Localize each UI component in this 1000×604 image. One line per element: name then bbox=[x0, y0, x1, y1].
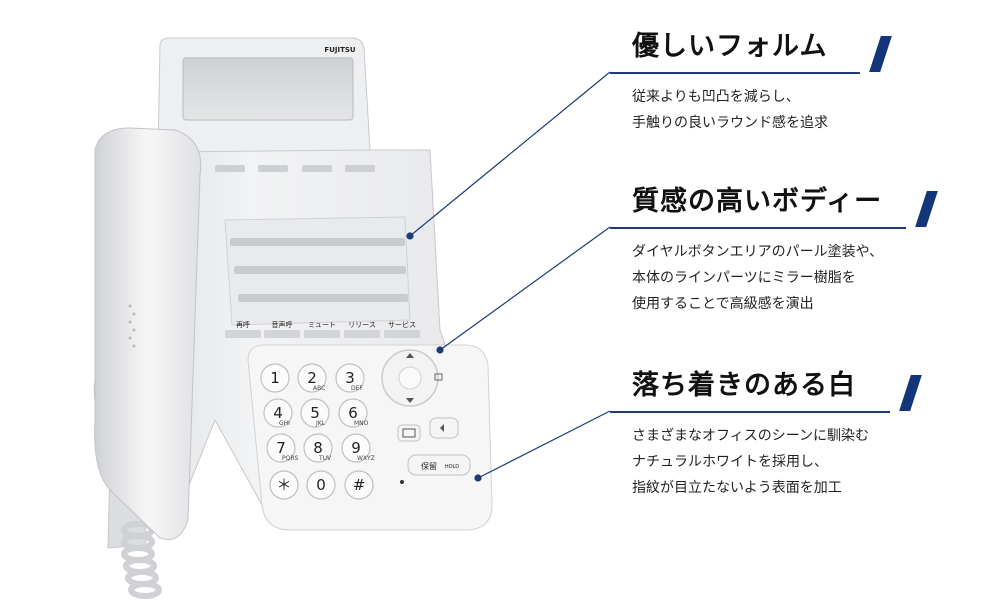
title-underline bbox=[610, 227, 906, 229]
soft-key-label: サービス bbox=[388, 320, 416, 329]
dial-key-letters: DEF bbox=[351, 385, 363, 392]
dial-key[interactable] bbox=[341, 433, 371, 463]
feature-description: 従来よりも凹凸を減らし、 手触りの良いラウンド感を追求 bbox=[632, 84, 828, 136]
dial-key[interactable] bbox=[260, 363, 290, 393]
dial-key[interactable] bbox=[303, 433, 333, 463]
dial-key-letters: WXYZ bbox=[357, 455, 375, 462]
soft-key-label: 音声呼 bbox=[272, 320, 293, 329]
soft-key-label: リリース bbox=[348, 321, 376, 329]
description-line: 本体のラインパーツにミラー樹脂を bbox=[632, 270, 856, 286]
dial-key[interactable] bbox=[335, 363, 365, 393]
feature-title: 質感の高いボディー bbox=[632, 186, 883, 217]
soft-key[interactable] bbox=[384, 330, 420, 338]
description-line: 指紋が目立たないよう表面を加工 bbox=[632, 480, 842, 496]
feature-calm-white: 落ち着きのある白 さまざまなオフィスのシーンに馴染む ナチュラルホワイトを採用し… bbox=[610, 369, 962, 496]
dial-key-number: 4 bbox=[273, 404, 283, 422]
dial-key-number: 3 bbox=[345, 369, 355, 387]
soft-key-label: 再呼 bbox=[236, 320, 250, 329]
dial-key[interactable] bbox=[269, 470, 299, 500]
dial-key-letters: PQRS bbox=[282, 455, 299, 462]
dial-key-number: # bbox=[353, 476, 366, 494]
title-underline bbox=[610, 411, 890, 413]
brand-logo: FUJITSU bbox=[324, 46, 355, 54]
coiled-cord bbox=[121, 521, 162, 599]
dial-key[interactable] bbox=[306, 470, 336, 500]
handset bbox=[94, 127, 202, 540]
indicator-dot bbox=[400, 480, 404, 484]
dial-key-letters: GHI bbox=[279, 420, 290, 427]
function-keys bbox=[230, 238, 408, 302]
dial-key-number: 0 bbox=[316, 476, 326, 494]
feature-description: ダイヤルボタンエリアのパール塗装や、 本体のラインパーツにミラー樹脂を 使用する… bbox=[632, 239, 883, 317]
dial-key-letters: JKL bbox=[315, 420, 326, 427]
speaker-holes bbox=[128, 304, 136, 348]
soft-key-row: 再呼 音声呼 ミュート リリース サービス bbox=[225, 320, 420, 338]
dial-key[interactable] bbox=[338, 398, 368, 428]
soft-key[interactable] bbox=[344, 330, 380, 338]
dial-key-number: 5 bbox=[310, 404, 320, 422]
cursor-center-key[interactable] bbox=[398, 366, 422, 390]
description-line: さまざまなオフィスのシーンに馴染む bbox=[632, 428, 870, 444]
soft-key[interactable] bbox=[225, 330, 261, 338]
dial-key-number: 1 bbox=[270, 369, 280, 387]
lcd-screen bbox=[182, 57, 354, 121]
title-underline bbox=[610, 72, 860, 74]
dial-key-number: 2 bbox=[307, 369, 317, 387]
dial-key-number: ＊ bbox=[276, 476, 291, 494]
speaker-phone-key[interactable] bbox=[397, 424, 421, 442]
soft-key[interactable] bbox=[304, 330, 340, 338]
dial-key-number: 7 bbox=[276, 439, 286, 457]
description-line: ダイヤルボタンエリアのパール塗装や、 bbox=[632, 244, 884, 260]
description-line: 使用することで高級感を演出 bbox=[632, 296, 814, 312]
display-soft-keys bbox=[215, 165, 375, 172]
dial-key-letters: TUV bbox=[318, 455, 332, 462]
dial-key[interactable] bbox=[263, 398, 293, 428]
soft-key-label: ミュート bbox=[308, 321, 336, 329]
feature-quality-body: 質感の高いボディー ダイヤルボタンエリアのパール塗装や、 本体のラインパーツにミ… bbox=[610, 185, 962, 312]
leader-lines bbox=[406, 71, 611, 482]
dial-key-number: 6 bbox=[348, 404, 358, 422]
description-line: ナチュラルホワイトを採用し、 bbox=[632, 454, 828, 470]
feature-description: さまざまなオフィスのシーンに馴染む ナチュラルホワイトを採用し、 指紋が目立たな… bbox=[632, 423, 869, 501]
description-line: 従来よりも凹凸を減らし、 bbox=[632, 89, 800, 105]
dial-key-letters: ABC bbox=[313, 385, 325, 392]
hold-label: 保留 bbox=[421, 461, 437, 471]
hold-sub-label: HOLD bbox=[445, 464, 459, 470]
feature-title: 優しいフォルム bbox=[632, 31, 828, 62]
dial-key[interactable] bbox=[266, 433, 296, 463]
dial-key[interactable] bbox=[297, 363, 327, 393]
hold-button[interactable] bbox=[407, 454, 471, 476]
dial-key-number: 9 bbox=[351, 439, 361, 457]
soft-key[interactable] bbox=[264, 330, 300, 338]
dial-key[interactable] bbox=[300, 398, 330, 428]
dial-key-letters: MNO bbox=[354, 420, 369, 427]
dial-key[interactable] bbox=[344, 470, 374, 500]
feature-title: 落ち着きのある白 bbox=[632, 370, 856, 401]
description-line: 手触りの良いラウンド感を追求 bbox=[632, 115, 828, 131]
feature-soft-form: 優しいフォルム 従来よりも凹凸を減らし、 手触りの良いラウンド感を追求 bbox=[610, 30, 962, 131]
dial-key-number: 8 bbox=[313, 439, 323, 457]
